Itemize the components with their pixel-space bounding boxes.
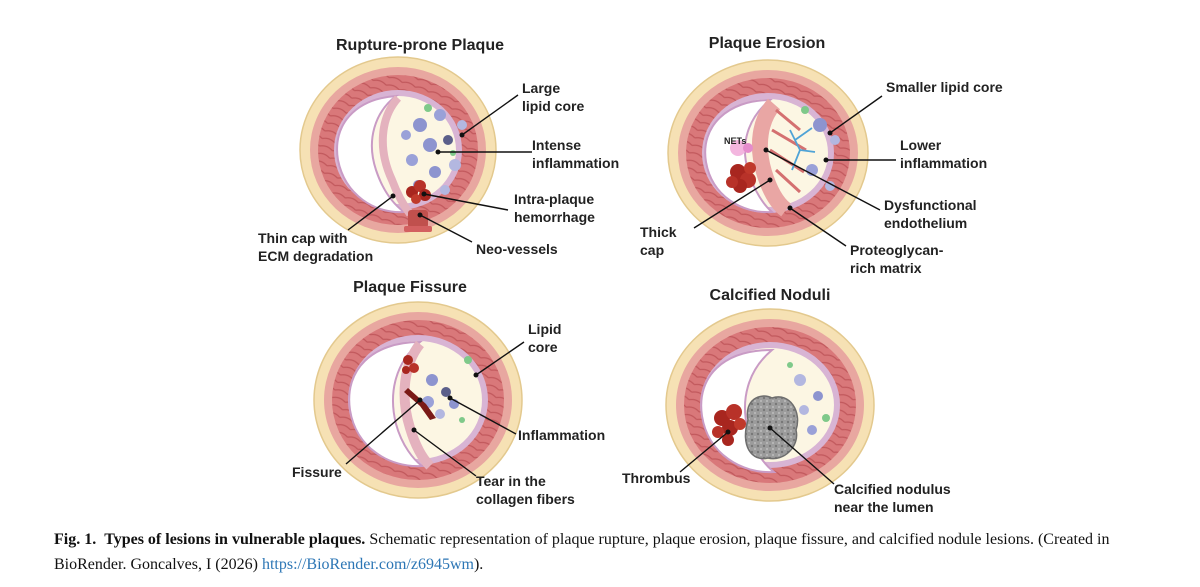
pointer-fissure: [345, 397, 423, 465]
pointer-lower-inflammation: [823, 157, 896, 163]
pointer-inflammation: [447, 395, 517, 435]
artery-cross-section-calcified: [665, 308, 875, 502]
label-fissure: Fissure: [292, 464, 342, 480]
pointer-thin-cap: [347, 193, 396, 231]
pointer-large-lipid-core: [459, 94, 519, 138]
artery-cross-section-erosion: [667, 59, 869, 247]
pointer-intense-inflammation: [435, 149, 532, 155]
thrombus-erosion: [726, 162, 756, 193]
pointer-calcified-nodulus: [767, 425, 835, 485]
caption-fig-label: Fig. 1.: [54, 531, 97, 548]
pointer-intra-plaque-hemorrhage: [421, 191, 509, 211]
label-inflammation: Inflammation: [518, 427, 605, 443]
caption-line-2: BioRender. Goncalves, I (2026) https://B…: [54, 552, 1200, 577]
caption-text-line2: BioRender. Goncalves, I (2026): [54, 556, 258, 573]
label-thrombus: Thrombus: [622, 470, 691, 486]
neo-vessels-rupture: [404, 210, 432, 232]
caption-heading: Types of lesions in vulnerable plaques.: [104, 531, 366, 548]
panel-rupture-prone: Rupture-prone Plaque: [258, 37, 619, 264]
panel-title-rupture: Rupture-prone Plaque: [336, 37, 504, 54]
figure-caption: Fig. 1. Types of lesions in vulnerable p…: [54, 527, 1200, 579]
plaque-lesion-figure: Rupture-prone Plaque: [258, 35, 1003, 515]
biorender-link[interactable]: https://BioRender.com/z6945wm: [261, 556, 474, 573]
caption-text-line1: Schematic representation of plaque ruptu…: [369, 531, 1110, 548]
artery-cross-section-rupture: [299, 56, 497, 244]
caption-line-1: Fig. 1. Types of lesions in vulnerable p…: [54, 527, 1200, 552]
inflammatory-cells-calcified: [787, 362, 830, 435]
panel-title-calcified: Calcified Noduli: [710, 287, 831, 304]
nets-cluster: [730, 140, 753, 156]
pointer-thrombus: [679, 429, 731, 473]
thrombus-fissure: [402, 355, 419, 374]
panel-plaque-erosion: Plaque Erosion: [640, 35, 1003, 276]
caption-tail: ).: [473, 556, 484, 573]
panel-title-fissure: Plaque Fissure: [353, 279, 467, 296]
pointer-smaller-lipid-core: [827, 95, 883, 136]
pointer-neo-vessels: [417, 212, 473, 243]
label-smaller-lipid-core: Smaller lipid core: [886, 79, 1003, 95]
fissure-tear: [404, 388, 436, 420]
inflammatory-cells-erosion: [801, 106, 840, 191]
pointer-thick-cap: [693, 177, 773, 229]
proteoglycan-network: [789, 127, 816, 171]
label-neo-vessels: Neo-vessels: [476, 241, 558, 257]
pointer-lipid-core: [473, 341, 525, 378]
panel-calcified-noduli: Calcified Noduli Thrombus: [622, 287, 951, 515]
pointer-tear: [411, 427, 477, 477]
pointer-proteoglycan: [787, 205, 847, 247]
label-proteoglycan: Proteoglycan-rich matrix: [850, 242, 944, 276]
label-nets: NETs: [724, 136, 746, 146]
inflammatory-cells-fissure: [422, 356, 472, 423]
pointer-dysfunctional-endothelium: [763, 147, 881, 211]
panel-title-erosion: Plaque Erosion: [709, 35, 825, 52]
